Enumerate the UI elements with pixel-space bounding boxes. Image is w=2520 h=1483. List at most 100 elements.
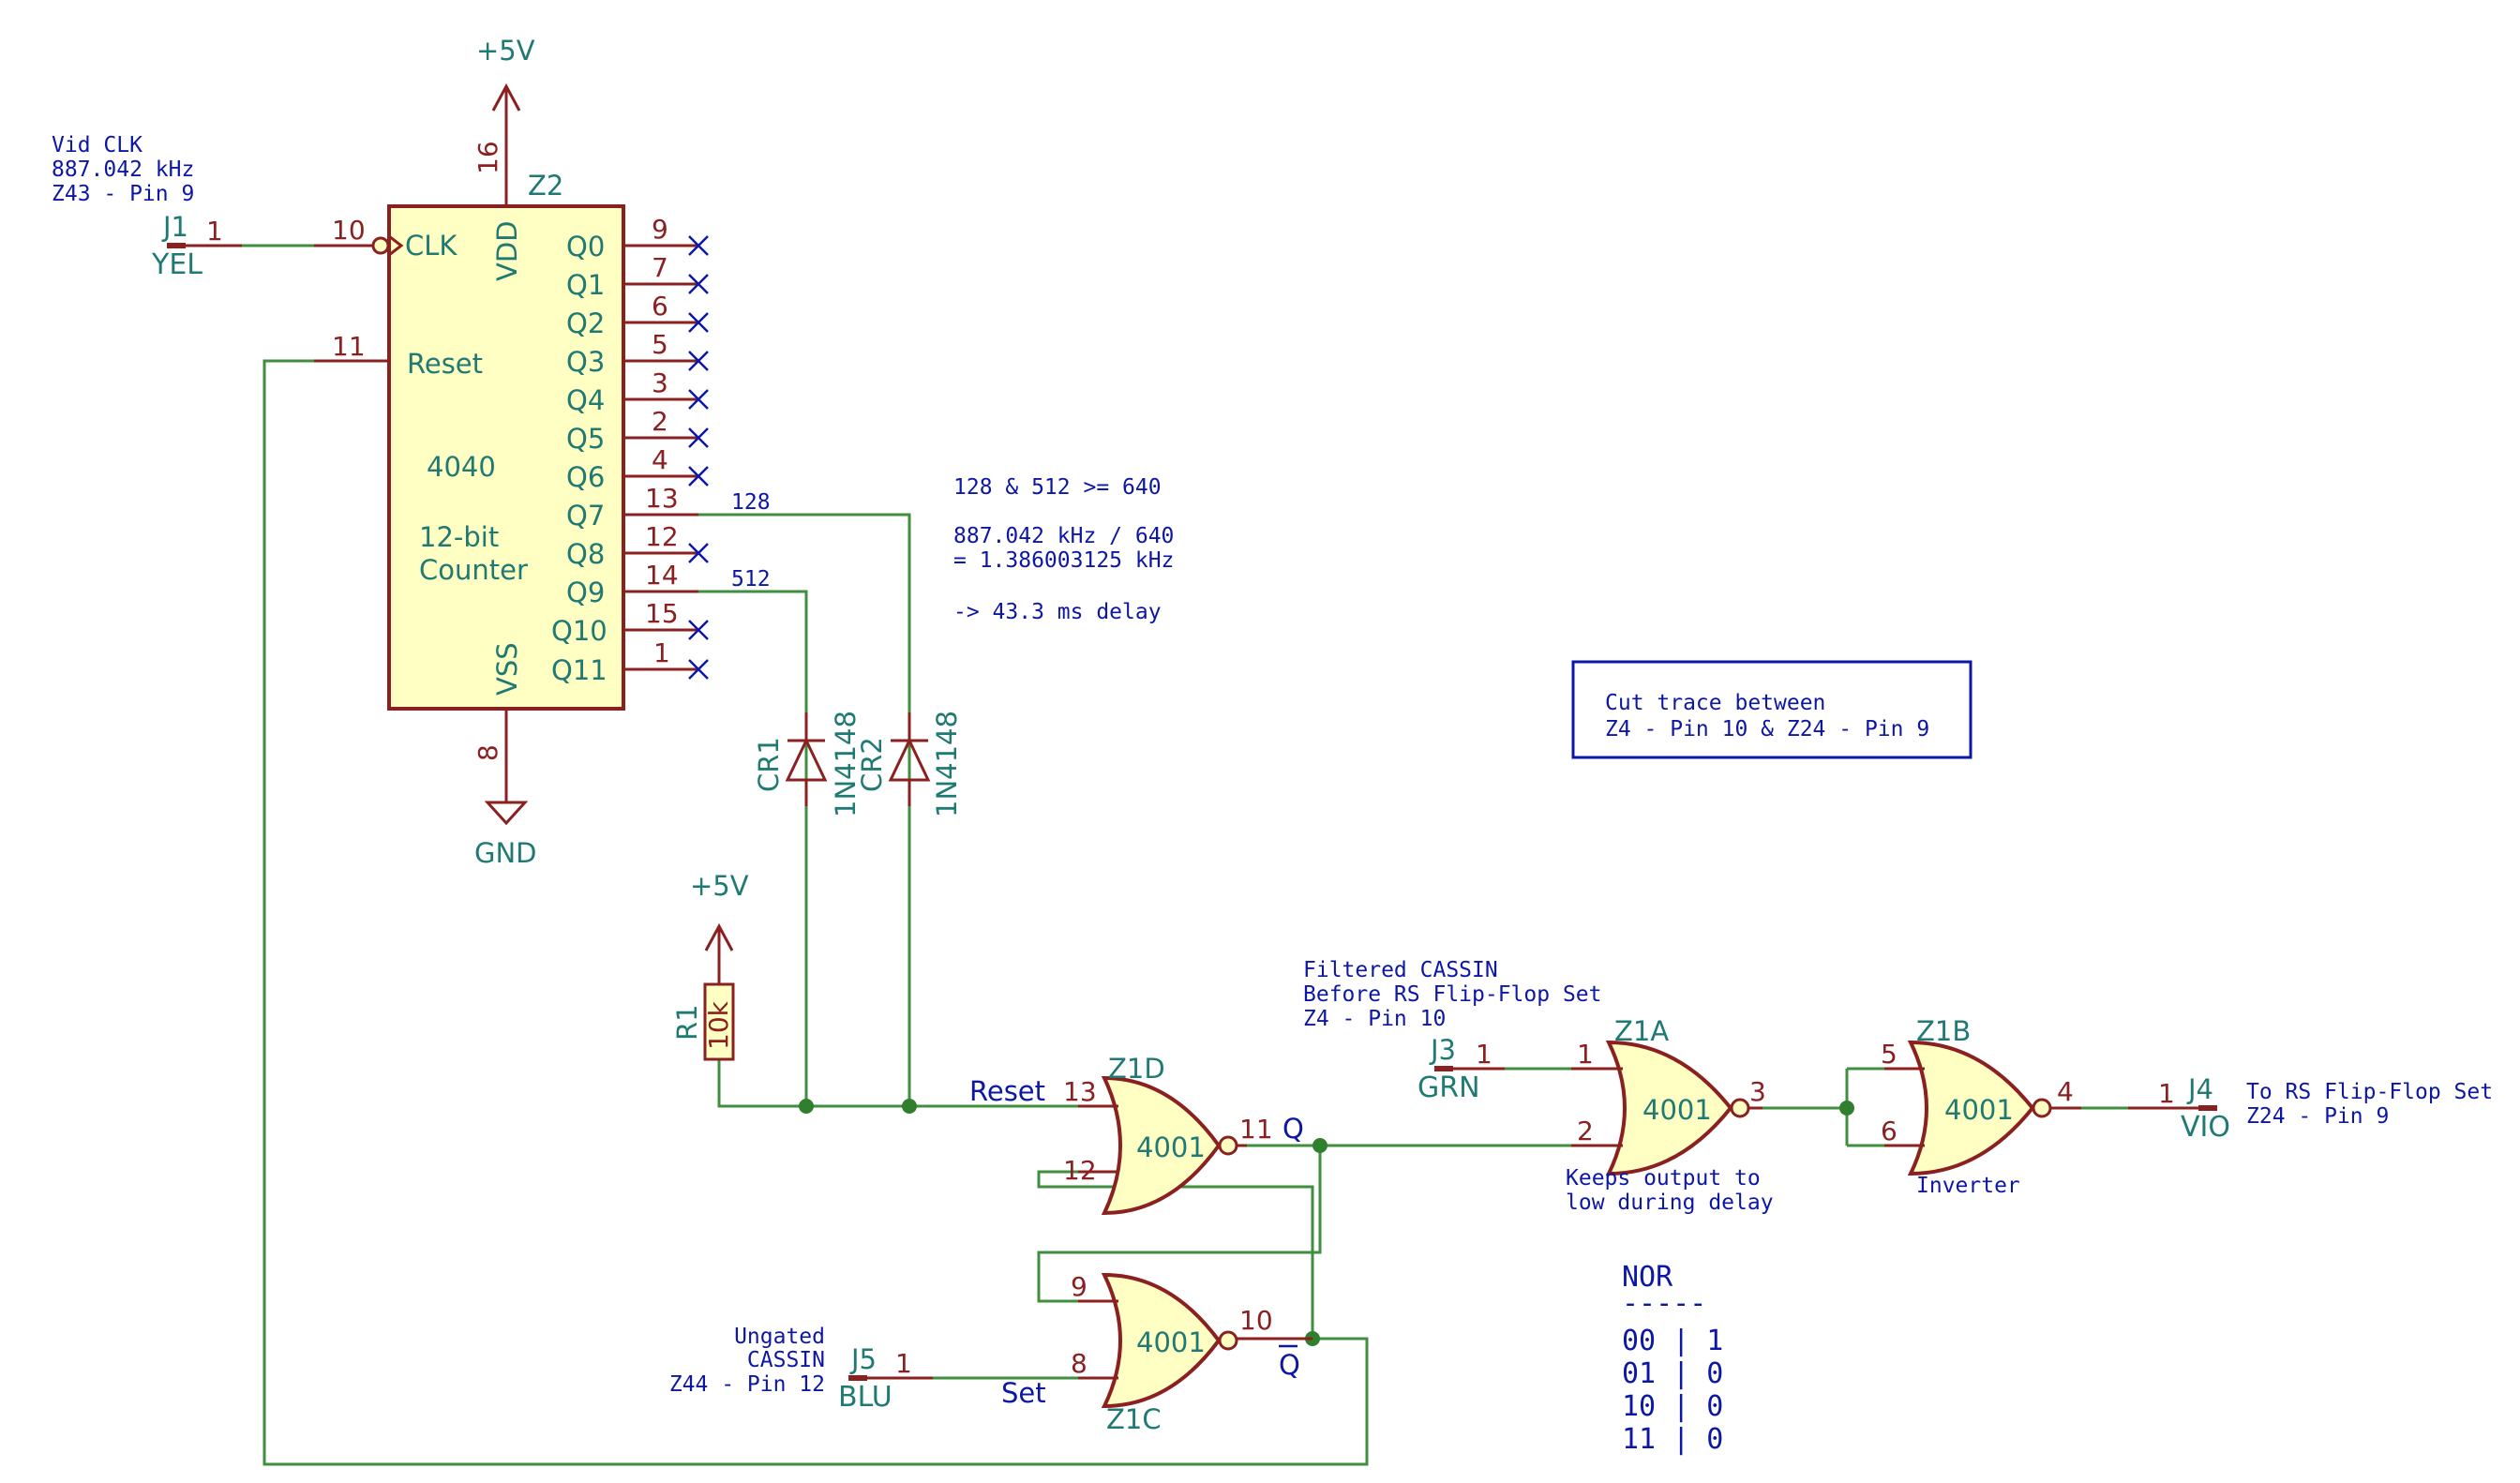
- z1b-note: Inverter: [1916, 1174, 2020, 1198]
- counter-pin-reset: 11: [332, 331, 366, 362]
- z1a-pin-in2: 2: [1577, 1116, 1594, 1146]
- counter-part: 4040: [427, 451, 496, 483]
- wires: [242, 244, 2128, 1466]
- vcc-label-mid: +5V: [690, 870, 749, 902]
- j1-note-3: Z43 - Pin 9: [52, 182, 194, 206]
- q-label: Q8: [566, 538, 605, 570]
- z1c-pin-in1: 9: [1071, 1271, 1088, 1302]
- junctions: [799, 1099, 1854, 1346]
- gate-z1d: Z1D 4001 13 12 11 Reset Q: [969, 1053, 1304, 1216]
- output-q9: Q9 14: [566, 560, 698, 608]
- diode-cr1: CR1 1N4148: [753, 711, 862, 817]
- q-label: Q7: [566, 500, 605, 532]
- counter-ref: Z2: [528, 170, 563, 202]
- output-q1: Q1 7: [566, 252, 709, 301]
- output-q3: Q3 5: [566, 329, 709, 378]
- connector-j4: 1 J4 VIO To RS Flip-Flop Set Z24 - Pin 9: [2128, 1073, 2493, 1144]
- q-pin: 13: [645, 483, 679, 514]
- nor-truth-table: NOR ----- 00 | 1 01 | 0 10 | 0 11 | 0: [1622, 1261, 1723, 1456]
- z1a-pin-out: 3: [1749, 1076, 1766, 1107]
- j1-pin: 1: [206, 216, 223, 247]
- z1c-net-set: Set: [1001, 1377, 1046, 1409]
- resistor-r1: +5V 10k R1: [671, 870, 749, 1061]
- q-label: Q9: [566, 577, 605, 608]
- z1d-net-q: Q: [1282, 1113, 1304, 1145]
- diode-cr2: CR2 1N4148: [856, 711, 963, 817]
- counter-outputs: Q0 9 Q1 7 Q2 6 Q3 5 Q4 3: [551, 214, 771, 686]
- j3-note-2: Before RS Flip-Flop Set: [1303, 982, 1602, 1007]
- counter-clk-label: CLK: [405, 230, 458, 262]
- counter-desc-1: 12-bit: [419, 521, 499, 553]
- gnd-label: GND: [474, 837, 537, 869]
- cut-trace-note: Cut trace between Z4 - Pin 10 & Z24 - Pi…: [1571, 660, 1972, 759]
- counter-pin-vss: 8: [472, 744, 503, 761]
- r1-ref: R1: [671, 1004, 703, 1041]
- q-label: Q5: [566, 423, 605, 455]
- no-connect-icon: [688, 659, 709, 680]
- net-label-128: 128: [731, 490, 771, 515]
- z1b-part: 4001: [1944, 1094, 2014, 1126]
- q-label: Q10: [551, 615, 608, 647]
- calc-line-3: = 1.386003125 kHz: [953, 548, 1174, 573]
- q-pin: 4: [652, 444, 668, 475]
- no-connect-icon: [688, 466, 709, 487]
- q-pin: 12: [645, 521, 679, 552]
- diode-ref: CR2: [856, 737, 888, 792]
- calc-line-2: 887.042 kHz / 640: [953, 524, 1174, 548]
- no-connect-icon: [688, 351, 709, 371]
- j4-note-1: To RS Flip-Flop Set: [2246, 1080, 2493, 1104]
- q-label: Q4: [566, 384, 605, 416]
- q-pin: 5: [652, 329, 668, 360]
- calc-line-4: -> 43.3 ms delay: [953, 600, 1162, 624]
- z1d-net-reset: Reset: [969, 1075, 1045, 1107]
- q-pin: 2: [652, 406, 668, 437]
- power-vdd: +5V: [476, 35, 535, 204]
- j4-note-2: Z24 - Pin 9: [2246, 1104, 2389, 1129]
- no-connect-icon: [688, 620, 709, 640]
- calc-note: 128 & 512 >= 640 887.042 kHz / 640 = 1.3…: [953, 475, 1174, 624]
- j1-note-2: 887.042 kHz: [52, 157, 194, 182]
- diode-part: 1N4148: [830, 711, 862, 817]
- j3-pin: 1: [1476, 1039, 1492, 1070]
- q-pin: 6: [652, 291, 668, 322]
- gate-z1a: Z1A 4001 1 2 3 Keeps output to low durin…: [1566, 1015, 1774, 1215]
- q-pin: 9: [652, 214, 668, 245]
- z1c-pin-in2: 8: [1071, 1348, 1088, 1379]
- z1b-pin-in1: 5: [1881, 1039, 1898, 1070]
- j1-note-1: Vid CLK: [52, 133, 142, 157]
- output-q8: Q8 12: [566, 521, 709, 570]
- j4-pin: 1: [2158, 1078, 2175, 1109]
- z1d-pin-in1: 13: [1063, 1076, 1097, 1107]
- q-label: Q3: [566, 346, 605, 378]
- no-connect-icon: [688, 312, 709, 333]
- z1b-pin-in2: 6: [1881, 1116, 1898, 1146]
- connector-j3: Filtered CASSIN Before RS Flip-Flop Set …: [1303, 958, 1602, 1104]
- j5-note-2: CASSIN: [747, 1348, 825, 1372]
- cut-line-1: Cut trace between: [1605, 691, 1825, 715]
- cut-line-2: Z4 - Pin 10 & Z24 - Pin 9: [1605, 717, 1929, 742]
- calc-line-1: 128 & 512 >= 640: [953, 475, 1162, 500]
- output-q2: Q2 6: [566, 291, 709, 339]
- z1b-pin-out: 4: [2057, 1076, 2074, 1107]
- z1c-part: 4001: [1136, 1326, 1206, 1358]
- diode-ref: CR1: [753, 737, 785, 792]
- j3-note-1: Filtered CASSIN: [1303, 958, 1498, 982]
- z1c-ref: Z1C: [1106, 1403, 1162, 1435]
- q-label: Q0: [566, 231, 605, 262]
- j5-pin: 1: [895, 1348, 912, 1379]
- connector-j5: Ungated CASSIN Z44 - Pin 12 J5 1 BLU: [669, 1325, 933, 1414]
- z1a-note-2: low during delay: [1566, 1191, 1774, 1215]
- truth-row: 10 | 0: [1622, 1390, 1723, 1423]
- no-connect-icon: [688, 427, 709, 448]
- q-pin: 3: [652, 367, 668, 398]
- output-q7: Q7 13: [566, 483, 698, 532]
- j1-ref: J1: [161, 211, 188, 243]
- net-label-512: 512: [731, 567, 771, 592]
- j4-color: VIO: [2181, 1111, 2230, 1144]
- vcc-label-top: +5V: [476, 35, 535, 67]
- z1a-part: 4001: [1642, 1094, 1712, 1126]
- j5-ref: J5: [849, 1343, 877, 1375]
- truth-row: 00 | 1: [1622, 1325, 1723, 1357]
- j3-note-3: Z4 - Pin 10: [1303, 1007, 1446, 1031]
